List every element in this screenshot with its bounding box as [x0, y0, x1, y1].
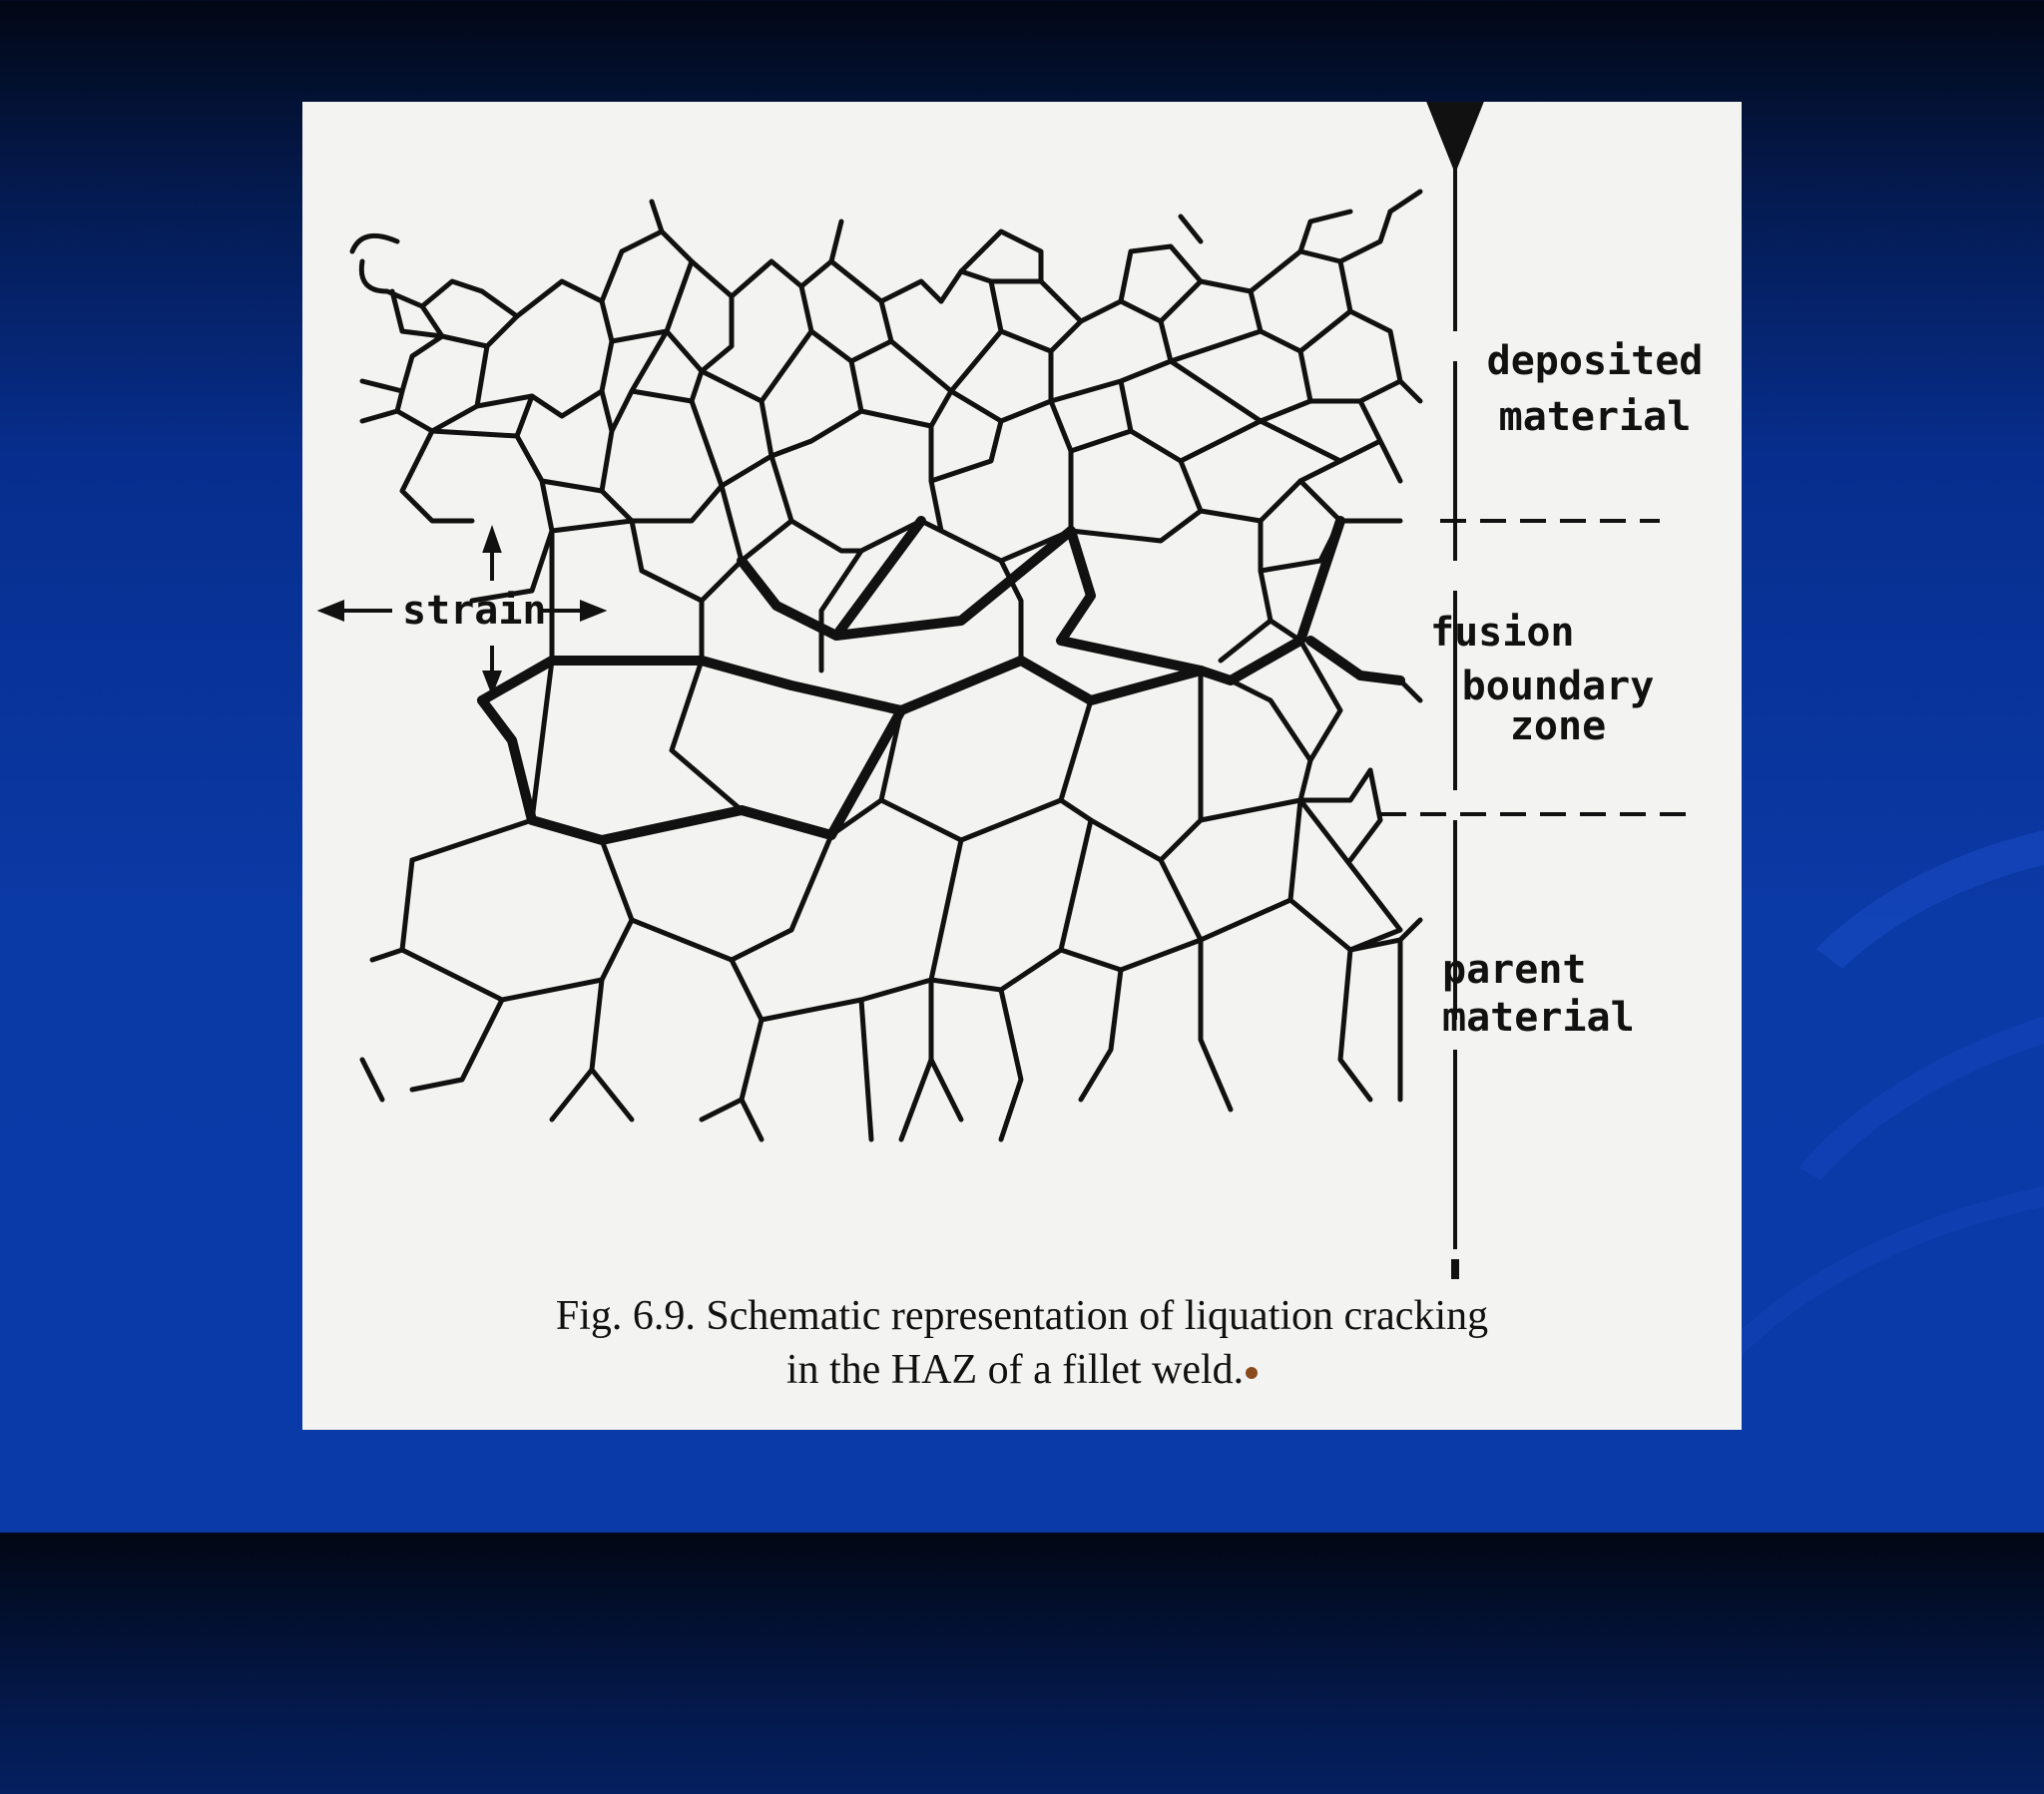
caption-line-2-text: in the HAZ of a fillet weld. — [785, 1347, 1245, 1393]
figure-panel: deposited material fusion boundary zone … — [302, 102, 1742, 1430]
label-deposited-material: material — [1498, 394, 1692, 440]
label-fusion-boundary-zone: zone — [1509, 703, 1607, 749]
label-parent-material: parent — [1442, 947, 1587, 993]
label-strain: strain — [402, 588, 547, 634]
caption-line-1: Fig. 6.9. Schematic representation of li… — [555, 1293, 1489, 1339]
ink-blot-mark — [1246, 1367, 1259, 1380]
strain-arrows — [316, 524, 608, 696]
label-fusion-boundary-zone: boundary — [1461, 664, 1655, 709]
parent-material-grains — [359, 677, 1423, 1142]
background-swoosh-decoration — [1716, 766, 2044, 1357]
caption-line-2: in the HAZ of a fillet weld. — [362, 1343, 1682, 1397]
fusion-zone-grains — [549, 518, 1303, 673]
label-deposited-material: deposited — [1486, 338, 1704, 384]
deposited-material-grains — [349, 189, 1423, 524]
label-fusion-boundary-zone: fusion — [1430, 610, 1575, 656]
zone-axis — [1380, 102, 1700, 1279]
grain-structure-diagram — [316, 102, 1700, 1279]
background-swoosh-decoration — [1691, 906, 2044, 1561]
figure-caption: Fig. 6.9. Schematic representation of li… — [362, 1289, 1682, 1397]
haz-grains — [529, 638, 1373, 863]
label-parent-material: material — [1442, 995, 1635, 1041]
